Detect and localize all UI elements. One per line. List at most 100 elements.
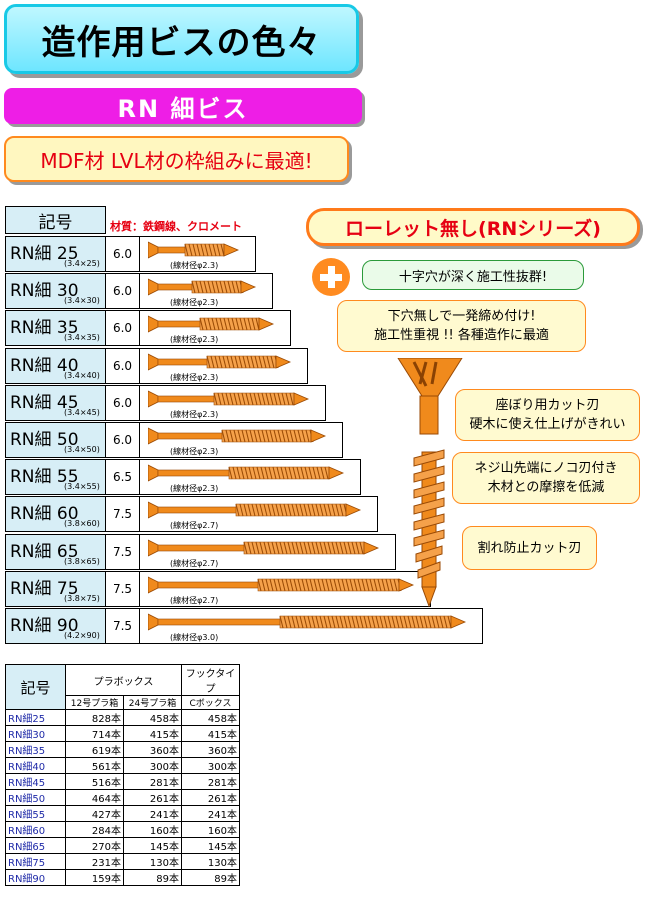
count-cbox: 458本 bbox=[181, 709, 240, 726]
count-12go: 284本 bbox=[65, 821, 124, 838]
count-cbox: 145本 bbox=[181, 837, 240, 854]
screw-image bbox=[148, 353, 292, 371]
note-line: 木材との摩擦を低減 bbox=[487, 480, 605, 495]
size-name: RN細 45 bbox=[10, 392, 79, 413]
wire-diameter: (線材径φ2.3) bbox=[170, 409, 219, 419]
wire-diameter: (線材径φ2.7) bbox=[170, 558, 219, 568]
tagline: MDF材 LVL材の枠組みに最適! bbox=[40, 148, 313, 173]
size-name: RN細 40 bbox=[10, 355, 79, 376]
size-name-cell: RN細 30(3.4×30) bbox=[5, 273, 106, 310]
note-line: ネジ山先端にノコ刃付き bbox=[474, 461, 618, 476]
count-kigou-header: 記号 bbox=[5, 664, 66, 710]
screw-closeup-image bbox=[397, 358, 463, 608]
wire-diameter: (線材径φ2.7) bbox=[170, 595, 219, 605]
count-cbox: 300本 bbox=[181, 757, 240, 774]
count-code: RN細65 bbox=[5, 837, 66, 854]
size-dimension: (3.4×35) bbox=[64, 333, 100, 343]
count-code: RN細25 bbox=[5, 709, 66, 726]
size-length: 7.5 bbox=[106, 608, 140, 644]
screw-image bbox=[148, 278, 257, 296]
count-code: RN細75 bbox=[5, 853, 66, 870]
series-label: ローレット無し(RNシリーズ) bbox=[345, 217, 601, 240]
size-name: RN細 30 bbox=[10, 281, 79, 302]
size-name-cell: RN細 90(4.2×90) bbox=[5, 608, 106, 644]
screw-image-cell: (線材径φ2.3) bbox=[140, 273, 273, 310]
count-24go: 241本 bbox=[123, 805, 182, 822]
size-dimension: (3.4×50) bbox=[64, 445, 100, 454]
tagline-banner: MDF材 LVL材の枠組みに最適! bbox=[4, 136, 349, 182]
material-label: 材質：鉄鋼線、クロメート bbox=[110, 220, 242, 233]
note-split-prevention: 割れ防止カット刃 bbox=[462, 526, 597, 570]
count-24go: 145本 bbox=[123, 837, 182, 854]
screw-image bbox=[148, 464, 345, 482]
screw-image bbox=[148, 427, 327, 445]
screw-image-cell: (線材径φ2.7) bbox=[140, 570, 431, 607]
count-24go: 281本 bbox=[123, 773, 182, 790]
count-24go: 261本 bbox=[123, 789, 182, 806]
wire-diameter: (線材径φ2.3) bbox=[170, 335, 219, 345]
size-name-cell: RN細 25(3.4×25) bbox=[5, 236, 106, 272]
count-24go: 160本 bbox=[123, 821, 182, 838]
count-cbox: 281本 bbox=[181, 773, 240, 790]
size-length: 6.0 bbox=[106, 422, 140, 458]
screw-image bbox=[148, 576, 415, 594]
wire-diameter: (線材径φ2.3) bbox=[170, 298, 219, 308]
size-dimension: (3.4×45) bbox=[64, 407, 100, 417]
count-table: 記号 プラボックス フックタイプ 12号プラ箱 24号プラ箱 Cボックス RN細… bbox=[5, 664, 240, 886]
size-name-cell: RN細 40(3.4×40) bbox=[5, 347, 106, 384]
screw-image bbox=[148, 501, 362, 519]
series-banner: ローレット無し(RNシリーズ) bbox=[306, 208, 640, 246]
count-24go: 458本 bbox=[123, 709, 182, 726]
kigou-header: 記号 bbox=[5, 206, 106, 234]
count-24go: 130本 bbox=[123, 853, 182, 870]
note-counterbore-blade: 座ぼり用カット刃 硬木に使え仕上げがきれい bbox=[455, 389, 640, 441]
screw-image-cell: (線材径φ2.3) bbox=[140, 459, 361, 496]
subtitle-banner: RN 細ビス bbox=[4, 88, 362, 124]
count-cbox: 415本 bbox=[181, 725, 240, 742]
size-name: RN細 60 bbox=[10, 504, 79, 525]
count-cbox: 160本 bbox=[181, 821, 240, 838]
page-subtitle: RN 細ビス bbox=[117, 94, 249, 123]
screw-image bbox=[148, 390, 310, 408]
size-dimension: (3.4×25) bbox=[64, 259, 100, 268]
size-name: RN細 25 bbox=[10, 244, 79, 264]
size-length: 6.0 bbox=[106, 384, 140, 421]
col-12go: 12号プラ箱 bbox=[65, 695, 124, 710]
size-name-cell: RN細 75(3.8×75) bbox=[5, 570, 106, 607]
size-dimension: (3.4×55) bbox=[64, 482, 100, 492]
wire-diameter: (線材径φ2.3) bbox=[170, 261, 219, 270]
size-name: RN細 65 bbox=[10, 541, 79, 562]
count-24go: 415本 bbox=[123, 725, 182, 742]
size-name-cell: RN細 65(3.8×65) bbox=[5, 533, 106, 570]
size-length: 6.5 bbox=[106, 459, 140, 496]
wire-diameter: (線材径φ2.7) bbox=[170, 521, 219, 531]
count-12go: 828本 bbox=[65, 709, 124, 726]
count-code: RN細35 bbox=[5, 741, 66, 758]
screw-image-cell: (線材径φ2.3) bbox=[140, 236, 256, 272]
size-dimension: (3.4×40) bbox=[64, 370, 100, 380]
count-cbox: 89本 bbox=[181, 869, 240, 886]
count-12go: 464本 bbox=[65, 789, 124, 806]
note-cross-recess: 十字穴が深く施工性抜群! bbox=[362, 260, 584, 290]
count-cbox: 360本 bbox=[181, 741, 240, 758]
count-code: RN細30 bbox=[5, 725, 66, 742]
size-length: 6.0 bbox=[106, 310, 140, 347]
col-cbox: Cボックス bbox=[181, 695, 240, 710]
note-no-pilot-hole: 下穴無しで一発締め付け! 施工性重視 !! 各種造作に最適 bbox=[337, 300, 586, 352]
count-code: RN細50 bbox=[5, 789, 66, 806]
screw-image bbox=[148, 613, 467, 631]
note-saw-tooth-tip: ネジ山先端にノコ刃付き 木材との摩擦を低減 bbox=[452, 452, 640, 504]
size-length: 6.0 bbox=[106, 347, 140, 384]
size-name: RN細 50 bbox=[10, 430, 79, 450]
screw-image-cell: (線材径φ2.7) bbox=[140, 533, 396, 570]
count-12go: 427本 bbox=[65, 805, 124, 822]
size-name-cell: RN細 45(3.4×45) bbox=[5, 384, 106, 421]
screw-image-cell: (線材径φ2.3) bbox=[140, 347, 308, 384]
